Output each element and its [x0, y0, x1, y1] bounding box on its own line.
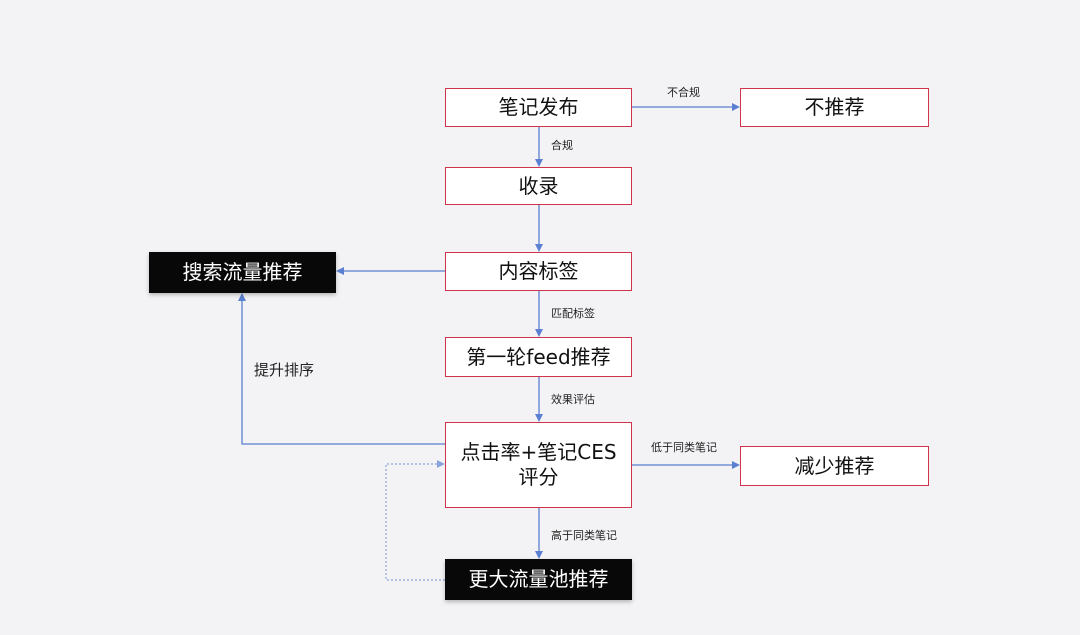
- edge-bigger-pool-loop: [385, 460, 445, 581]
- node-bigger-pool: 更大流量池推荐: [445, 559, 632, 600]
- node-reduce: 减少推荐: [740, 446, 929, 486]
- edge-label-compliant: 合规: [551, 139, 573, 152]
- node-ctr-ces: 点击率+笔记CES 评分: [445, 422, 632, 508]
- node-note-publish: 笔记发布: [445, 88, 632, 127]
- node-not-recommend: 不推荐: [740, 88, 929, 127]
- node-index: 收录: [445, 167, 632, 205]
- edge-label-evaluate: 效果评估: [551, 393, 595, 406]
- node-search-traffic: 搜索流量推荐: [149, 252, 336, 293]
- edge-label-match-tag: 匹配标签: [551, 307, 595, 320]
- edge-label-noncompliant: 不合规: [667, 86, 700, 99]
- node-first-feed: 第一轮feed推荐: [445, 337, 632, 377]
- edge-ctr-to-search: [238, 293, 445, 445]
- edge-label-boost-rank: 提升排序: [254, 361, 315, 379]
- edge-label-higher: 高于同类笔记: [551, 529, 617, 542]
- node-content-tag: 内容标签: [445, 252, 632, 291]
- edge-label-lower: 低于同类笔记: [651, 441, 717, 454]
